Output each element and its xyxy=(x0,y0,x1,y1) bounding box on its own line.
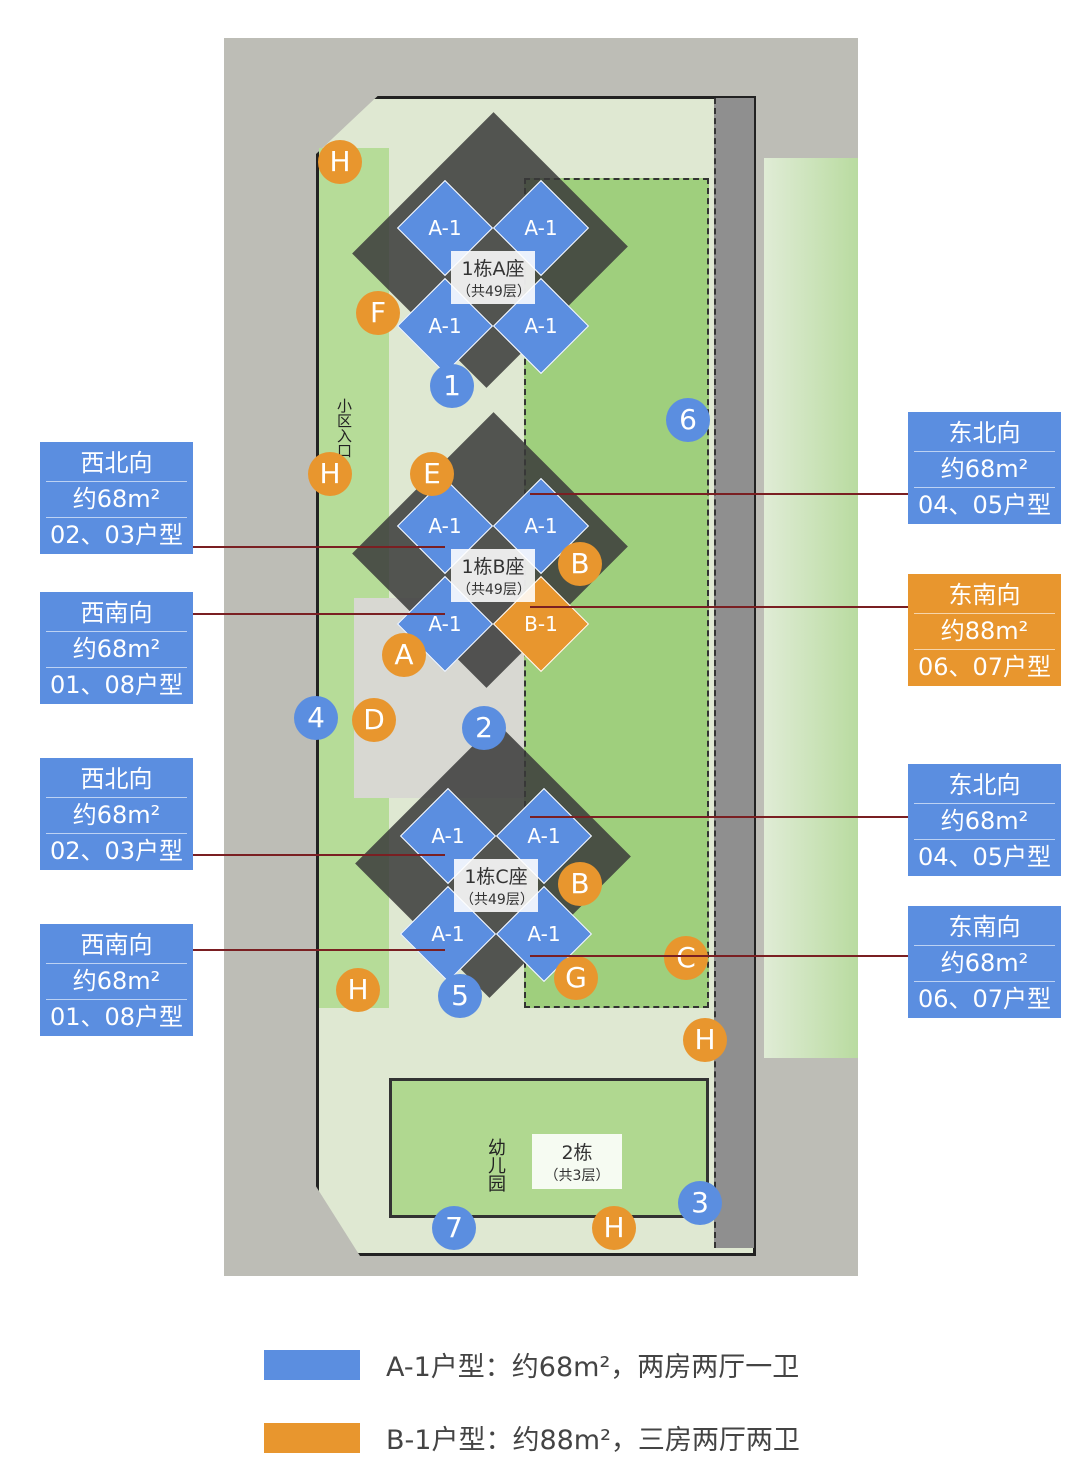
unit-label: A-1 xyxy=(524,514,558,538)
label-dir: 西北向 xyxy=(46,446,187,482)
building-floors: （共3层） xyxy=(544,1168,610,1184)
label-dir: 西南向 xyxy=(46,596,187,632)
label-type: 06、07户型 xyxy=(917,653,1052,681)
building-label: 1栋A座 （共49层） xyxy=(451,251,535,304)
right-label-box: 东南向约68m² 06、07户型 xyxy=(908,906,1061,1018)
leader-line xyxy=(530,955,908,957)
label-type: 04、05户型 xyxy=(917,843,1052,871)
marker-d: D xyxy=(352,698,396,742)
marker-7: 7 xyxy=(432,1206,476,1250)
label-type: 06、07户型 xyxy=(917,985,1052,1013)
label-area: 约68m² xyxy=(914,804,1055,840)
label-dir: 西南向 xyxy=(46,928,187,964)
legend-text-a1: A-1户型：约68m²，两房两厅一卫 xyxy=(386,1352,800,1383)
unit-label: A-1 xyxy=(431,922,465,946)
building-name: 2栋 xyxy=(561,1142,593,1164)
marker-5: 5 xyxy=(438,974,482,1018)
legend-text-b1: B-1户型：约88m²，三房两厅两卫 xyxy=(386,1425,800,1456)
building-2-label: 2栋 （共3层） xyxy=(532,1134,622,1189)
building-name: 1栋C座 xyxy=(464,866,528,888)
label-type: 04、05户型 xyxy=(917,491,1052,519)
marker-a: A xyxy=(382,633,426,677)
right-label-box: 东北向约68m² 04、05户型 xyxy=(908,764,1061,876)
left-label-box: 西北向约68m² 02、03户型 xyxy=(40,442,193,554)
entrance-label: 小区入口 xyxy=(335,398,353,458)
left-label-box: 西北向约68m² 02、03户型 xyxy=(40,758,193,870)
legend-item-b1: B-1户型：约88m²，三房两厅两卫 xyxy=(264,1418,800,1457)
east-landscape xyxy=(764,158,858,1058)
marker-f: F xyxy=(356,291,400,335)
label-area: 约68m² xyxy=(46,964,187,1000)
marker-2: 2 xyxy=(462,706,506,750)
unit-label: A-1 xyxy=(428,314,462,338)
marker-h: H xyxy=(318,140,362,184)
building-floors: （共49层） xyxy=(457,284,531,300)
marker-3: 3 xyxy=(678,1181,722,1225)
right-label-box: 东南向约88m² 06、07户型 xyxy=(908,574,1061,686)
label-area: 约68m² xyxy=(914,946,1055,982)
unit-label: A-1 xyxy=(524,216,558,240)
kindergarten-label: 幼儿园 xyxy=(485,1138,506,1192)
label-area: 约68m² xyxy=(46,798,187,834)
leader-line xyxy=(193,949,445,951)
east-road xyxy=(714,98,754,1248)
marker-4: 4 xyxy=(294,696,338,740)
marker-h: H xyxy=(592,1206,636,1250)
label-area: 约68m² xyxy=(914,452,1055,488)
unit-label: A-1 xyxy=(428,514,462,538)
unit-label: B-1 xyxy=(524,612,558,636)
building-name: 1栋B座 xyxy=(461,556,525,578)
label-type: 02、03户型 xyxy=(49,837,184,865)
leader-line xyxy=(193,854,445,856)
left-label-box: 西南向约68m² 01、08户型 xyxy=(40,592,193,704)
marker-b: B xyxy=(558,542,602,586)
marker-e: E xyxy=(410,452,454,496)
label-area: 约88m² xyxy=(914,614,1055,650)
marker-h: H xyxy=(308,452,352,496)
leader-line xyxy=(530,493,908,495)
label-dir: 东南向 xyxy=(914,910,1055,946)
marker-g: G xyxy=(554,956,598,1000)
label-area: 约68m² xyxy=(46,482,187,518)
unit-label: A-1 xyxy=(524,314,558,338)
building-label: 1栋C座 （共49层） xyxy=(454,859,538,912)
leader-line xyxy=(530,816,908,818)
label-type: 01、08户型 xyxy=(49,1003,184,1031)
unit-label: A-1 xyxy=(431,824,465,848)
leader-line xyxy=(193,546,445,548)
marker-1: 1 xyxy=(430,364,474,408)
label-type: 01、08户型 xyxy=(49,671,184,699)
label-dir: 西北向 xyxy=(46,762,187,798)
leader-line xyxy=(530,606,908,608)
building-name: 1栋A座 xyxy=(461,258,525,280)
unit-label: A-1 xyxy=(527,824,561,848)
right-label-box: 东北向约68m² 04、05户型 xyxy=(908,412,1061,524)
leader-line xyxy=(193,613,445,615)
label-area: 约68m² xyxy=(46,632,187,668)
label-type: 02、03户型 xyxy=(49,521,184,549)
building-floors: （共49层） xyxy=(460,892,534,908)
label-dir: 东北向 xyxy=(914,416,1055,452)
marker-6: 6 xyxy=(666,398,710,442)
marker-h: H xyxy=(336,968,380,1012)
building-label: 1栋B座 （共49层） xyxy=(451,549,535,602)
marker-c: C xyxy=(664,936,708,980)
legend-swatch-a1 xyxy=(264,1349,360,1380)
unit-label: A-1 xyxy=(428,612,462,636)
building-floors: （共49层） xyxy=(457,582,531,598)
legend-item-a1: A-1户型：约68m²，两房两厅一卫 xyxy=(264,1345,799,1384)
label-dir: 东北向 xyxy=(914,768,1055,804)
marker-b: B xyxy=(558,862,602,906)
unit-label: A-1 xyxy=(428,216,462,240)
left-label-box: 西南向约68m² 01、08户型 xyxy=(40,924,193,1036)
label-dir: 东南向 xyxy=(914,578,1055,614)
unit-label: A-1 xyxy=(527,922,561,946)
legend-swatch-b1 xyxy=(264,1422,360,1453)
marker-h: H xyxy=(683,1018,727,1062)
